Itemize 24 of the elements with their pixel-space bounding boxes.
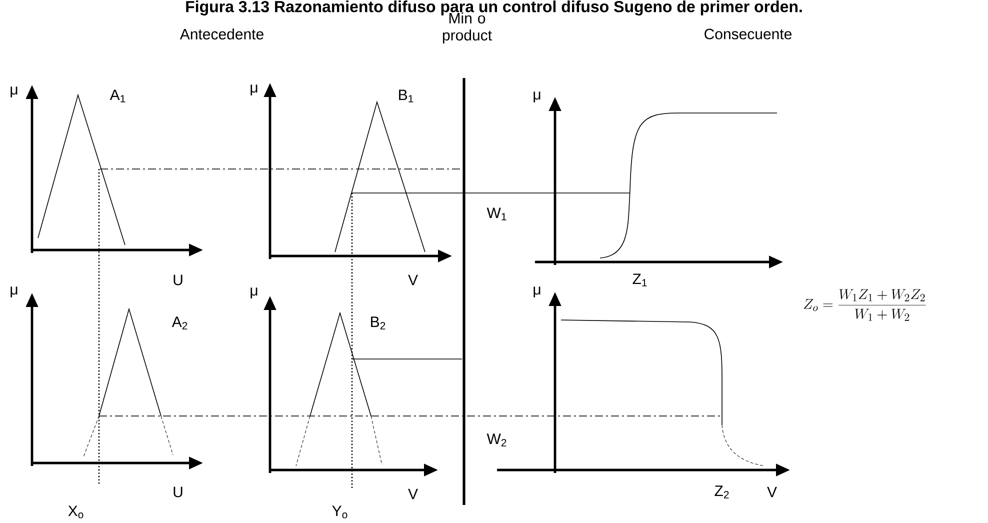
formula: $Z_o = \frac{W_1 Z_1 + W_2 Z_2}{W_1 + W_2}$ [804,289,926,321]
axis-label: μ [10,286,18,298]
axis-label: U [174,486,182,498]
axis-label: B$_{2}$ [371,316,386,330]
heading: Consecuente [704,28,792,40]
axis-label: U [174,274,182,286]
axis-label: Y$_{o}$ [332,506,348,518]
axis-label: μ [10,86,18,98]
axis-label: μ [534,286,540,298]
axis-label: μ [534,92,540,102]
axis-label: Z$_{2}$ [714,486,729,498]
axis-label: V [408,488,418,500]
axis-label: W$_{2}$ [486,434,506,446]
axis-label: μ [250,84,258,96]
axis-label: V [408,274,418,286]
axis-label: V [767,486,777,498]
axis-label: W$_{1}$ [486,208,506,220]
axis-label: A$_{2}$ [172,316,188,330]
axis-label: A$_{1}$ [110,90,126,102]
heading: Antecedente [180,28,264,40]
axis-label: X$_{o}$ [68,506,84,518]
axis-label: B$_{1}$ [399,90,414,102]
axis-label: μ [250,288,258,298]
axis-label: Z$_{1}$ [632,274,647,286]
